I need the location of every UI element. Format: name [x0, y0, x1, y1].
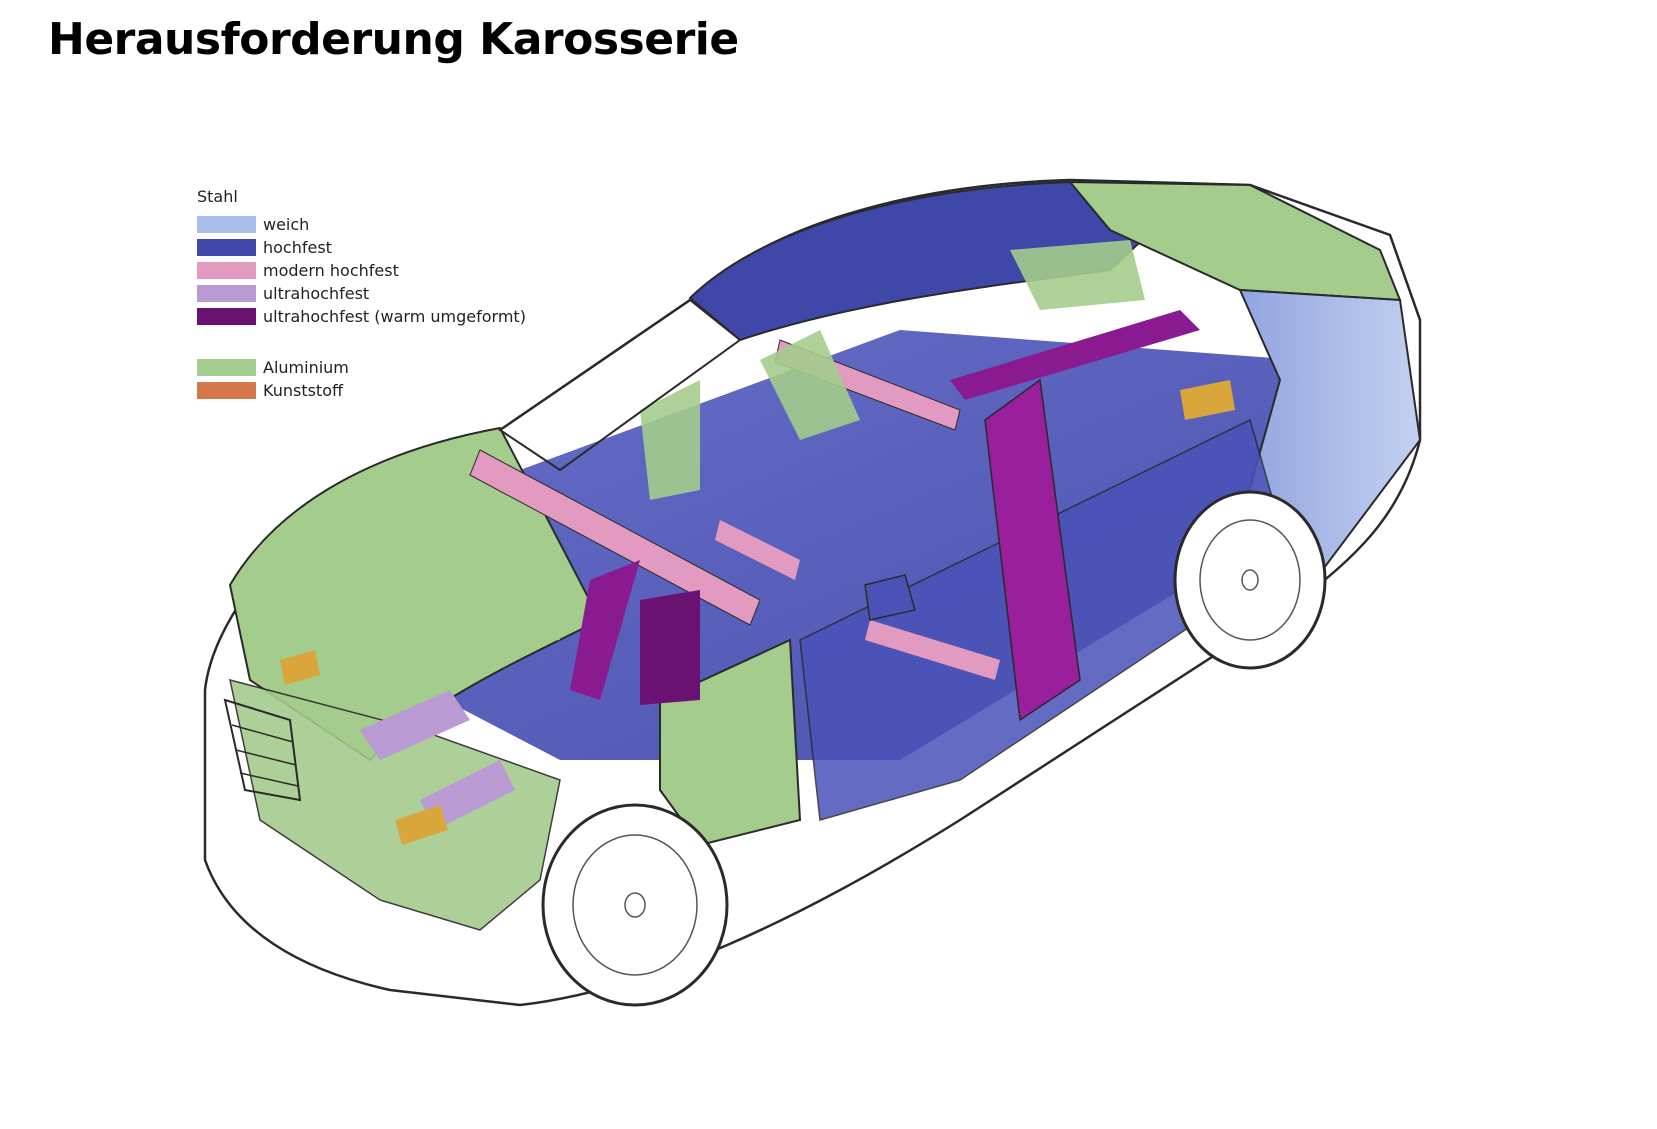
front-crash-structure — [229, 678, 561, 931]
legend-swatch — [197, 382, 256, 399]
page-title: Herausforderung Karosserie — [48, 14, 739, 65]
legend-swatch — [197, 359, 256, 376]
legend-swatch — [197, 216, 256, 233]
legend-label: Kunststoff — [263, 381, 344, 400]
legend-item-hochfest: hochfest — [197, 236, 526, 259]
legend-swatch — [197, 239, 256, 256]
front-wheel — [541, 803, 729, 1007]
engine-bay-beams — [360, 690, 515, 830]
legend-label: ultrahochfest — [263, 284, 370, 303]
rear-wheel — [1173, 490, 1327, 670]
legend-label: Aluminium — [263, 358, 349, 377]
windshield-frame — [498, 298, 742, 472]
plastic-parts — [280, 380, 1235, 845]
legend: Stahl weich hochfest modern hochfest ult… — [197, 187, 526, 402]
front-grille — [223, 698, 302, 802]
legend-label: ultrahochfest (warm umgeformt) — [263, 307, 526, 326]
rear-parcel-parts — [450, 240, 1145, 650]
legend-item-ultrahochfest: ultrahochfest — [197, 282, 526, 305]
legend-item-modern-hochfest: modern hochfest — [197, 259, 526, 282]
legend-item-aluminium: Aluminium — [197, 356, 526, 379]
legend-label: hochfest — [263, 238, 332, 257]
legend-swatch — [197, 308, 256, 325]
legend-label: weich — [263, 215, 310, 234]
legend-swatch — [197, 262, 256, 279]
b-pillar — [570, 310, 1200, 722]
legend-heading: Stahl — [197, 187, 238, 206]
side-mirror — [864, 574, 916, 621]
legend-item-ultrahochfest-warm: ultrahochfest (warm umgeformt) — [197, 305, 526, 328]
legend-label: modern hochfest — [263, 261, 399, 280]
legend-item-kunststoff: Kunststoff — [197, 379, 526, 402]
legend-item-weich: weich — [197, 213, 526, 236]
legend-list: weich hochfest modern hochfest ultrahoch… — [197, 213, 526, 402]
legend-swatch — [197, 285, 256, 302]
